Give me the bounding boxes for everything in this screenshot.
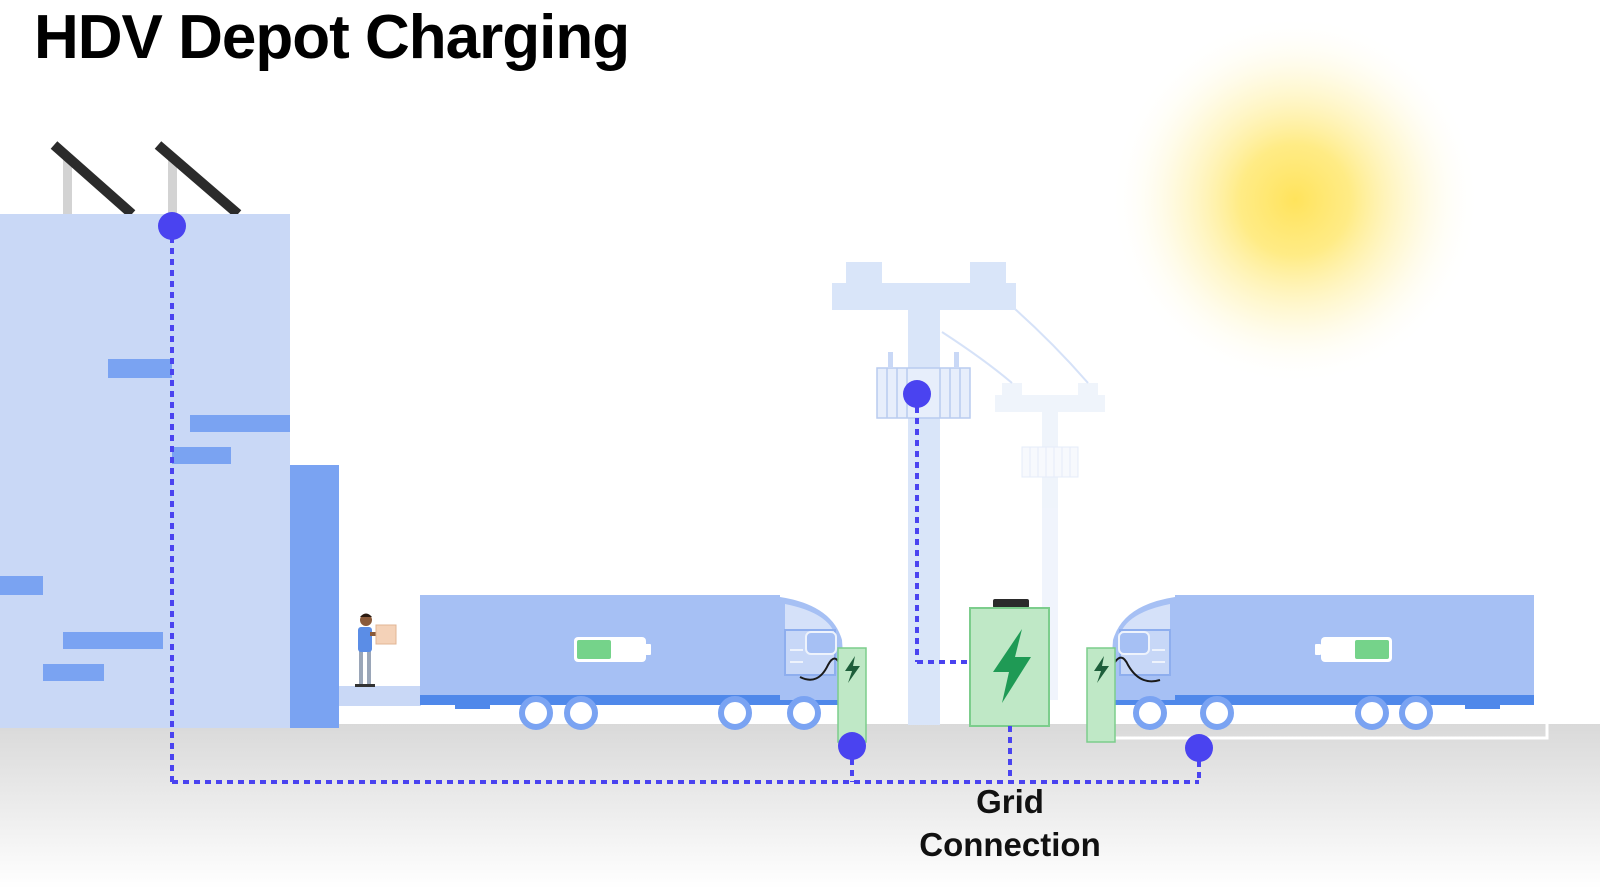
ground [0,724,1600,889]
package-icon [375,624,397,645]
energy-connections [170,226,1201,784]
truck-icon [420,595,846,730]
connection-node [838,732,866,760]
connection-node [1185,734,1213,762]
connection-node [903,380,931,408]
power-line [1014,308,1089,384]
battery-icon [574,637,651,662]
charger-icon [837,647,867,743]
sun-icon [1110,15,1480,385]
lightning-bolt-icon [1094,656,1109,683]
worker-icon [355,613,380,687]
truck-wheel [1399,696,1433,730]
connection-node [158,212,186,240]
grid-connection-line2: Connection [919,826,1101,863]
transformer-icon [1021,446,1079,478]
parking-outline [1115,724,1549,740]
truck-wheel [787,696,821,730]
lightning-bolt-icon [845,656,860,683]
truck-wheel [718,696,752,730]
power-line [941,331,1013,384]
truck-wheel [1200,696,1234,730]
lightning-bolt-icon [993,629,1031,703]
truck-wheel [519,696,553,730]
solar-panel-icon [50,141,136,218]
battery-icon [1315,637,1392,662]
warehouse-building [0,214,339,728]
battery-storage-icon [969,599,1050,727]
loading-dock [339,686,421,706]
truck-icon [1109,595,1534,730]
page-title: HDV Depot Charging [34,3,630,72]
truck-wheel [1355,696,1389,730]
grid-connection-label: Grid Connection [890,780,1130,866]
truck-wheel [1133,696,1167,730]
truck-wheel [564,696,598,730]
grid-connection-line1: Grid [976,783,1044,820]
charger-icon [1086,647,1116,743]
solar-panel-icon [154,141,242,218]
